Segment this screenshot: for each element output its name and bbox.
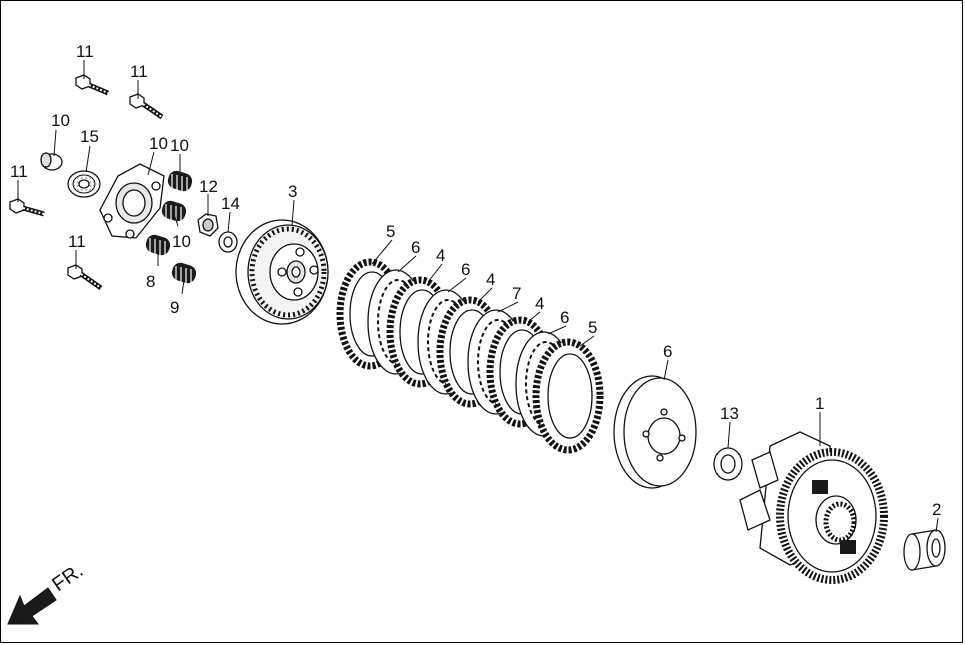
- callout-6: 7: [512, 284, 521, 303]
- callout-11: 11: [76, 42, 94, 61]
- callout-3: 3: [288, 182, 297, 201]
- callout-11: 11: [10, 162, 28, 181]
- callout-6: 6: [461, 260, 470, 279]
- clutch-outer-1: [739, 431, 888, 584]
- callout-4: 4: [436, 246, 445, 265]
- bolt-11-top-right: [129, 93, 164, 120]
- callout-10: 10: [172, 232, 191, 251]
- spring-10-a: [167, 170, 193, 193]
- clutch-center-7: [613, 375, 697, 489]
- callout-10: 8: [146, 272, 155, 291]
- callout-11: 11: [130, 62, 148, 81]
- callout-13: 13: [720, 404, 739, 423]
- washer-14: [218, 231, 238, 253]
- callout-10: 10: [170, 136, 189, 155]
- leader-lines: [17, 60, 939, 533]
- callout-12: 12: [199, 177, 218, 196]
- thrust-washer-13: [713, 447, 743, 481]
- cap-9: [40, 152, 63, 171]
- callout-8: 10: [149, 134, 168, 153]
- callout-15: 15: [80, 127, 99, 146]
- collar-2: [903, 529, 946, 571]
- callout-1: 1: [815, 394, 824, 413]
- callout-5: 5: [386, 222, 395, 241]
- callout-2: 2: [932, 500, 941, 519]
- callout-6: 6: [560, 308, 569, 327]
- bolt-11-top-left: [75, 74, 109, 96]
- spring-10-b: [161, 200, 187, 223]
- lifter-plate-8: [99, 163, 165, 239]
- callout-labels: 11 11 11 11 10 15 10 10 10 8 9 12 14 3 5…: [10, 42, 941, 519]
- callout-9: 10: [51, 111, 70, 130]
- friction-disc-5-right: [532, 338, 604, 454]
- callout-10: 9: [170, 298, 179, 317]
- bearing-15: [67, 170, 101, 198]
- pressure-plate-3: [235, 219, 329, 325]
- front-direction-label: FR.: [48, 560, 87, 597]
- spring-10-d: [171, 262, 197, 285]
- front-direction-arrow: FR.: [7, 560, 87, 625]
- callout-5: 5: [588, 318, 597, 337]
- callout-4: 4: [535, 294, 544, 313]
- callout-14: 14: [221, 194, 240, 213]
- spring-10-c: [145, 234, 171, 257]
- bolt-11-left: [9, 198, 45, 217]
- callout-6: 6: [411, 238, 420, 257]
- callout-7: 6: [663, 342, 672, 361]
- nut-12: [197, 213, 219, 237]
- callout-11: 11: [68, 232, 86, 251]
- bolt-11-bottom: [67, 264, 103, 291]
- callout-4: 4: [486, 270, 495, 289]
